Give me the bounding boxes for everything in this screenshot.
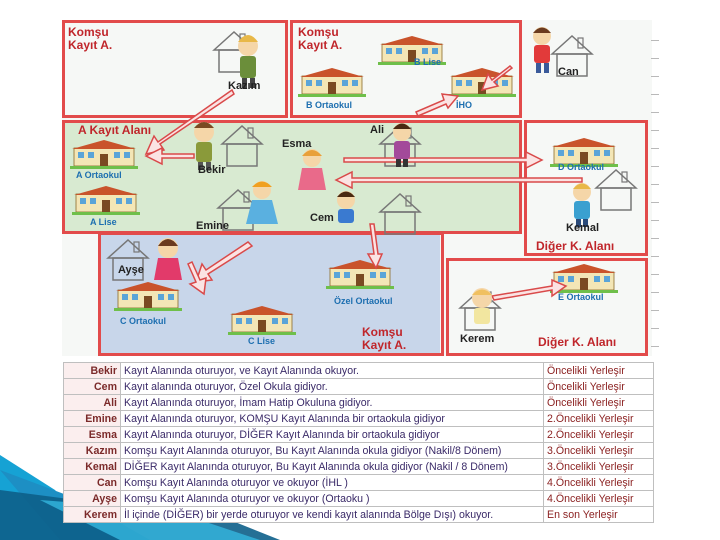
child-figure-bekir: [194, 122, 214, 170]
child-figure-kemal: [573, 183, 591, 227]
school-label-a-lise: A Lise: [90, 217, 117, 227]
person-label-bekir: Bekir: [198, 164, 226, 176]
situation-cell: İl içinde (DİĞER) bir yerde oturuyor ve …: [121, 507, 544, 523]
school-icon-a-lise: [72, 186, 140, 215]
student-name-cell: Kazım: [64, 443, 121, 459]
school-label-iho: İHO: [456, 100, 472, 110]
school-label-a-ortaokul: A Ortaokul: [76, 170, 122, 180]
school-icon-c-ortaokul: [114, 282, 182, 311]
priority-cell: Öncelikli Yerleşir: [544, 363, 654, 379]
student-name-cell: Bekir: [64, 363, 121, 379]
priority-cell: En son Yerleşir: [544, 507, 654, 523]
person-label-emine: Emine: [196, 220, 229, 232]
arrow-ali-to-iho: [416, 94, 458, 116]
person-label-ayse: Ayşe: [118, 264, 144, 276]
student-name-cell: Kerem: [64, 507, 121, 523]
priority-cell: 4.Öncelikli Yerleşir: [544, 475, 654, 491]
school-icon-b-ortaokul: [298, 68, 366, 97]
student-name-cell: Can: [64, 475, 121, 491]
student-name-cell: Emine: [64, 411, 121, 427]
child-figure-can: [533, 27, 551, 73]
student-name-cell: Cem: [64, 379, 121, 395]
person-label-cem: Cem: [310, 212, 334, 224]
situation-cell: Kayıt Alanında oturuyor, İmam Hatip Okul…: [121, 395, 544, 411]
student-name-cell: Kemal: [64, 459, 121, 475]
school-icon-a-ortaokul: [70, 140, 138, 169]
arrow-cem-to-ozel-ortaokul: [368, 224, 382, 268]
arrow-kerem-to-e-ortaokul: [492, 280, 566, 300]
school-label-c-lise: C Lise: [248, 336, 275, 346]
child-figure-esma: [298, 149, 326, 190]
priority-cell: 4.Öncelikli Yerleşir: [544, 491, 654, 507]
person-label-kazim: Kazım: [228, 80, 260, 92]
school-label-b-lise: B Lise: [414, 57, 441, 67]
child-figure-cem: [337, 191, 355, 223]
school-label-d-ortaokul: D Ortaokul: [558, 162, 604, 172]
arrow-kemal-to-a-kayit: [336, 172, 582, 188]
situation-cell: Komşu Kayıt Alanında oturuyor ve okuyor …: [121, 491, 544, 507]
student-name-cell: Esma: [64, 427, 121, 443]
arrow-esma-to-d-ortaokul: [344, 152, 542, 168]
school-label-e-ortaokul: E Ortaokul: [558, 292, 604, 302]
priority-cell: 3.Öncelikli Yerleşir: [544, 459, 654, 475]
situation-cell: DİĞER Kayıt Alanında oturuyor, Bu Kayıt …: [121, 459, 544, 475]
person-label-kemal: Kemal: [566, 222, 599, 234]
student-name-cell: Ali: [64, 395, 121, 411]
house-icon-bekir: [222, 126, 262, 166]
priority-cell: Öncelikli Yerleşir: [544, 379, 654, 395]
school-label-c-ortaokul: C Ortaokul: [120, 316, 166, 326]
student-name-cell: Ayşe: [64, 491, 121, 507]
situation-cell: Kayıt Alanında oturuyor, DİĞER Kayıt Ala…: [121, 427, 544, 443]
arrow-emine-to-c-ortaokul: [196, 242, 252, 282]
person-label-kerem: Kerem: [460, 333, 494, 345]
child-figure-ayse: [154, 238, 182, 280]
situation-cell: Kayıt Alanında oturuyor, KOMŞU Kayıt Ala…: [121, 411, 544, 427]
child-figure-kerem: [472, 288, 492, 324]
priority-cell: Öncelikli Yerleşir: [544, 395, 654, 411]
situation-cell: Kayıt alanında oturuyor, Özel Okula gidi…: [121, 379, 544, 395]
person-label-ali: Ali: [370, 124, 384, 136]
priority-cell: 2.Öncelikli Yerleşir: [544, 427, 654, 443]
house-icon-cem: [380, 194, 420, 234]
house-icon-kemal: [596, 170, 636, 210]
school-icon-ozel-ortaokul: [326, 260, 394, 289]
person-label-can: Can: [558, 66, 579, 78]
priority-cell: 3.Öncelikli Yerleşir: [544, 443, 654, 459]
situation-cell: Komşu Kayıt Alanında oturuyor, Bu Kayıt …: [121, 443, 544, 459]
school-icon-c-lise: [228, 306, 296, 335]
situation-cell: Komşu Kayıt Alanında oturuyor ve okuyor …: [121, 475, 544, 491]
priority-cell: 2.Öncelikli Yerleşir: [544, 411, 654, 427]
person-label-esma: Esma: [282, 138, 311, 150]
school-label-ozel-ortaokul: Özel Ortaokul: [334, 296, 393, 306]
situation-cell: Kayıt Alanında oturuyor, ve Kayıt Alanın…: [121, 363, 544, 379]
school-label-b-ortaokul: B Ortaokul: [306, 100, 352, 110]
